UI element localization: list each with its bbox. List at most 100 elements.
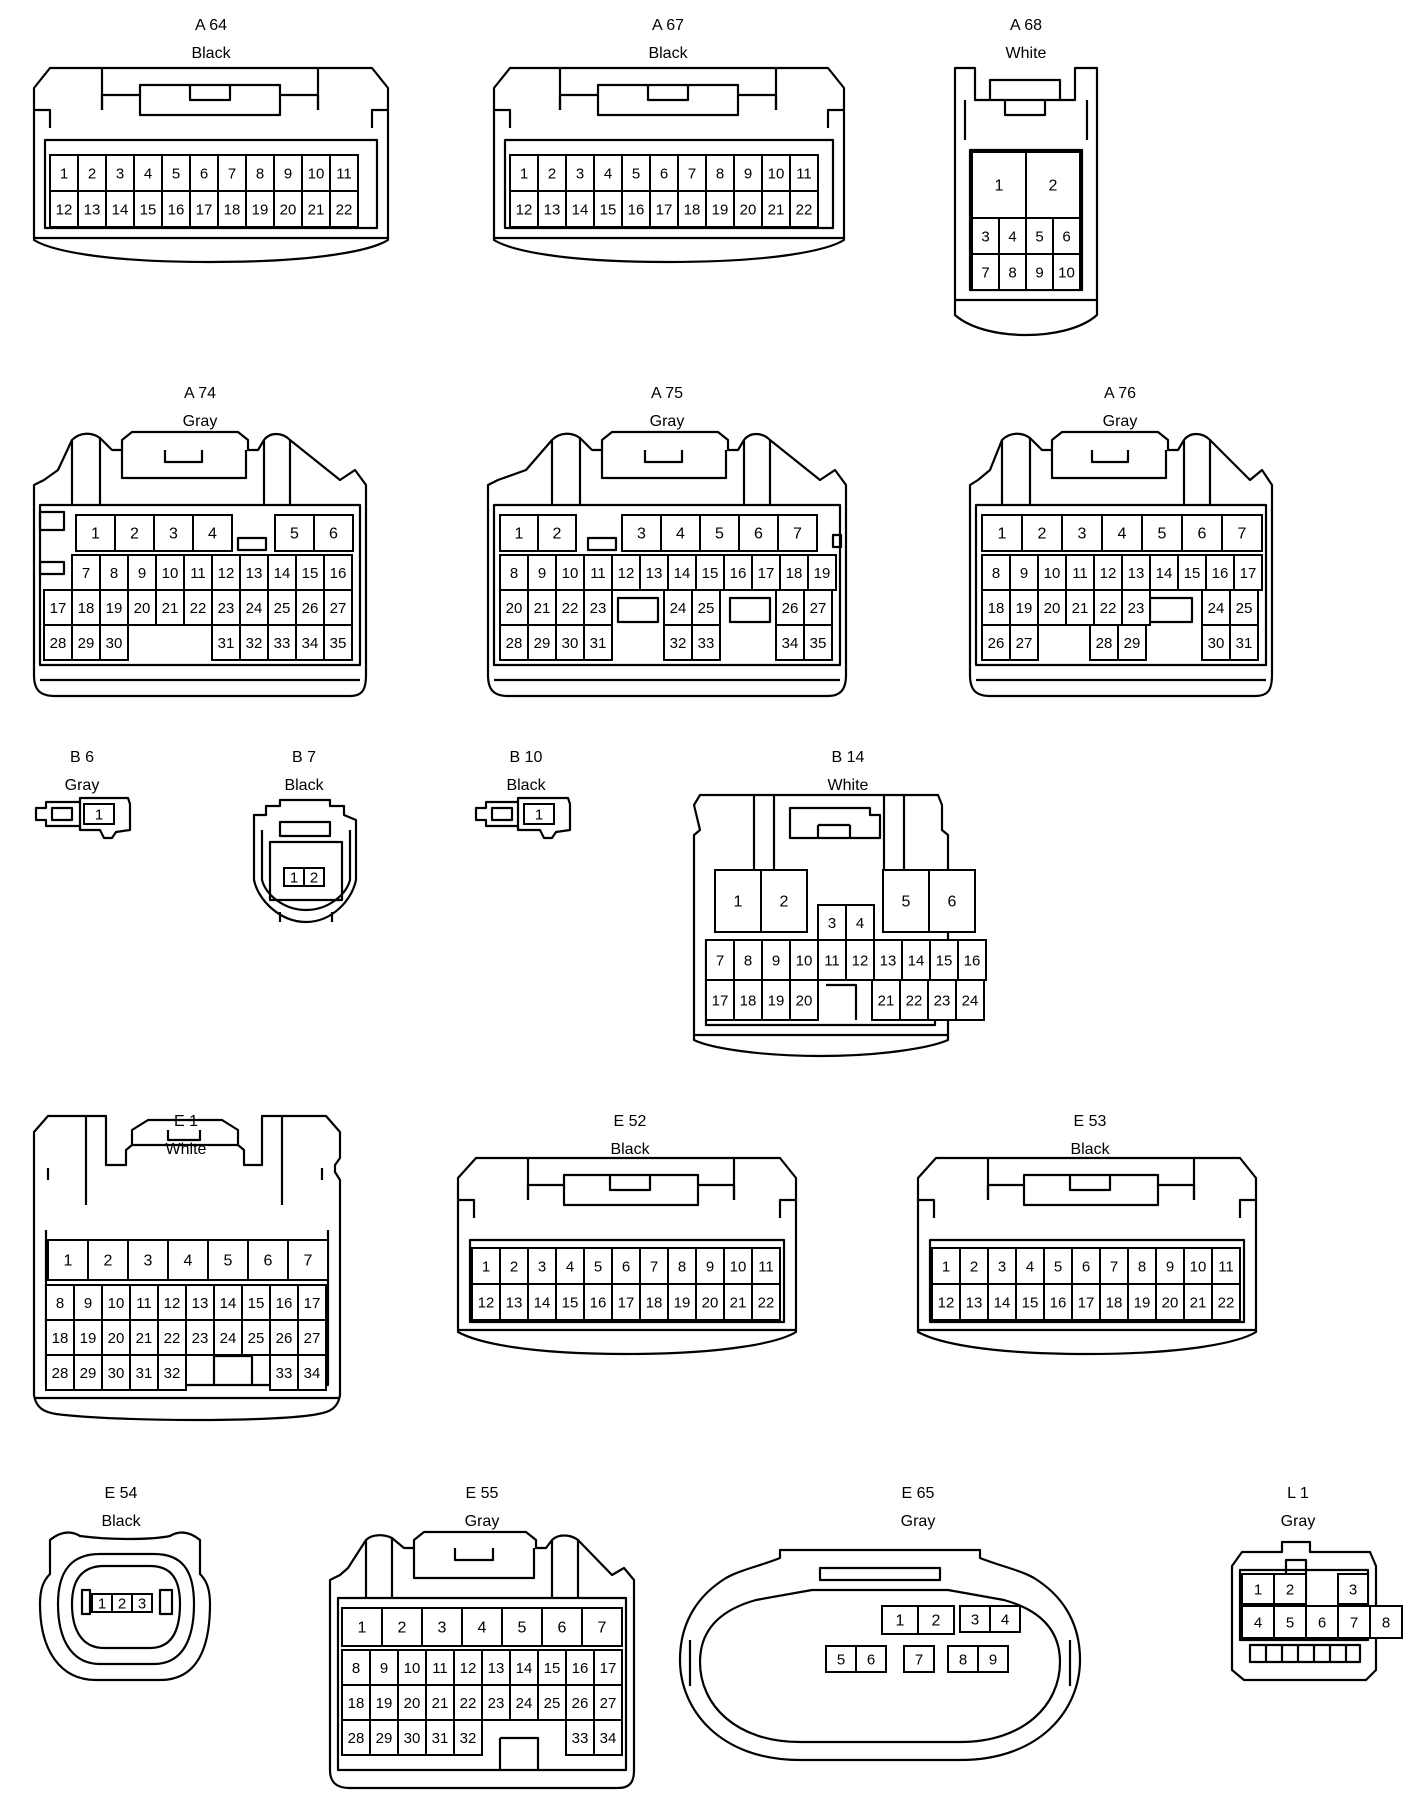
pin-label: 18 [988,600,1005,617]
pin-a76-4: 4 [1101,514,1143,552]
pin-e55-1: 1 [341,1607,383,1647]
pin-a67-4: 4 [593,154,623,192]
pin-label: 28 [1096,635,1113,652]
pin-e1-31: 31 [129,1354,159,1391]
pin-label: 11 [432,1660,448,1677]
pin-cell [189,190,219,228]
pin-e55-10: 10 [397,1649,427,1686]
pin-label: 1 [95,807,103,824]
pin-a67-19: 19 [705,190,735,228]
pin-label: 33 [698,635,715,652]
pin-label: 4 [604,166,612,183]
pin-label: 7 [304,1253,313,1270]
pin-label: 1 [60,166,68,183]
pin-label: 2 [88,166,96,183]
pin-label: 9 [284,166,292,183]
pin-label: 18 [348,1695,365,1712]
pin-b14-3: 3 [817,904,847,941]
pin-a74-11: 11 [183,554,213,591]
pin-e55-33: 33 [565,1719,595,1756]
pin-cell [1071,1283,1101,1321]
connector-a68-name: A 68 [1010,17,1042,34]
pin-label: 12 [618,565,635,582]
pin-cell [917,1605,955,1635]
pin-cell [987,1247,1017,1285]
pin-label: 29 [1124,635,1141,652]
pin-label: 15 [562,1295,579,1312]
pin-a76-20: 20 [1037,589,1067,626]
pin-label: 2 [780,894,789,911]
pin-a74-7: 7 [71,554,101,591]
pin-cell [499,1283,529,1321]
pin-label: 19 [106,600,123,617]
pin-label: 17 [1078,1295,1095,1312]
pin-a74-26: 26 [295,589,325,626]
pin-cell [789,979,819,1021]
pin-b14-21: 21 [871,979,901,1021]
pin-e1-34: 34 [297,1354,327,1391]
pin-label: 4 [1001,1612,1009,1629]
pin-a67-2: 2 [537,154,567,192]
pin-e53-18: 18 [1099,1283,1129,1321]
pin-e52-4: 4 [555,1247,585,1285]
pin-cell [185,1319,215,1356]
pin-e53-3: 3 [987,1247,1017,1285]
connector-b14-name: B 14 [832,749,865,766]
pin-e55-30: 30 [397,1719,427,1756]
pin-label: 5 [902,894,911,911]
pin-label: 4 [208,526,217,543]
pin-label: 13 [246,565,263,582]
pin-label: 5 [172,166,180,183]
pin-label: 6 [867,1652,875,1669]
pin-e52-20: 20 [695,1283,725,1321]
pin-cell [667,1283,697,1321]
pin-label: 20 [280,202,297,219]
pin-cell [555,624,585,661]
pin-a76-19: 19 [1009,589,1039,626]
pin-a76-31: 31 [1229,624,1259,661]
pin-a74-19: 19 [99,589,129,626]
pin-a64-5: 5 [161,154,191,192]
pin-a75-3: 3 [621,514,662,552]
pin-label: 2 [932,1613,941,1630]
pin-cell [509,1684,539,1721]
pin-e1-5: 5 [207,1239,249,1281]
pin-cell [1369,1605,1403,1639]
pin-label: 12 [164,1295,181,1312]
pin-label: 5 [1035,229,1043,246]
pin-cell [751,1283,781,1321]
pin-cell [1181,514,1223,552]
pin-label: 21 [534,600,551,617]
pin-label: 23 [1128,600,1145,617]
pin-a74-35: 35 [323,624,353,661]
pin-label: 19 [1016,600,1033,617]
pin-label: 8 [716,166,724,183]
pin-e55-20: 20 [397,1684,427,1721]
pin-a67-15: 15 [593,190,623,228]
pin-l1-2: 2 [1273,1573,1307,1605]
pin-a68-7: 7 [971,253,1000,291]
pin-label: 14 [572,202,589,219]
pin-label: 10 [730,1259,747,1276]
pin-label: 5 [1158,526,1167,543]
pin-label: 11 [590,565,606,582]
pin-a64-11: 11 [329,154,359,192]
pin-label: 30 [1208,635,1225,652]
pin-a74-14: 14 [267,554,297,591]
pin-cell [157,1354,187,1391]
pin-label: 33 [274,635,291,652]
pin-cell [971,217,1000,255]
pin-a75-10: 10 [555,554,585,591]
pin-cell [45,1284,75,1321]
pin-cell [323,624,353,661]
pin-label: 9 [1020,565,1028,582]
pin-cell [1305,1605,1339,1639]
pin-label: 29 [376,1730,393,1747]
pin-e52-18: 18 [639,1283,669,1321]
pin-cell [777,514,818,552]
pin-cell [245,190,275,228]
pin-cell [987,1283,1017,1321]
pin-label: 7 [915,1652,923,1669]
pin-label: 8 [352,1660,360,1677]
pin-cell [1121,589,1151,626]
